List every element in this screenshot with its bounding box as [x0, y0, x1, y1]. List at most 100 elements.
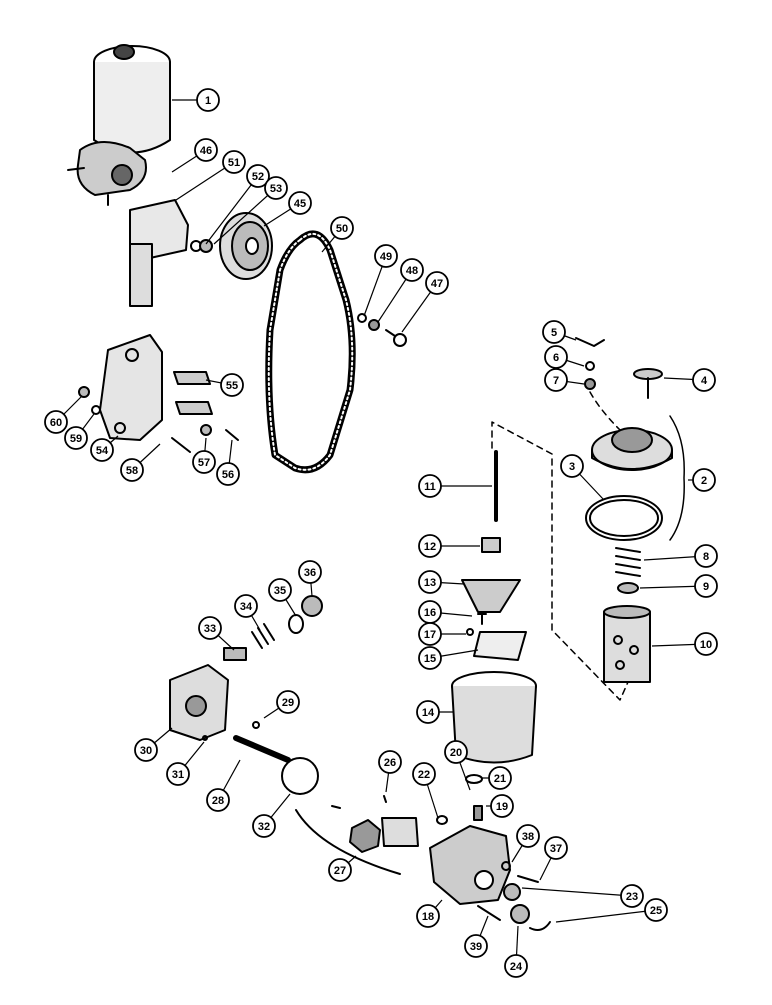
callout-30: 30 — [134, 738, 158, 762]
callout-circle — [418, 474, 442, 498]
callout-37: 37 — [544, 836, 568, 860]
callout-label: 54 — [96, 445, 109, 457]
callout-circle — [418, 570, 442, 594]
callout-12: 12 — [418, 534, 442, 558]
callout-label: 28 — [212, 795, 224, 807]
shaft-part — [202, 721, 291, 763]
callout-53: 53 — [264, 176, 288, 200]
callout-23: 23 — [620, 884, 644, 908]
relief-valve-part — [223, 595, 323, 661]
callout-circle — [542, 320, 566, 344]
callout-13: 13 — [418, 570, 442, 594]
callout-1: 1 — [196, 88, 220, 112]
callout-label: 58 — [126, 465, 138, 477]
callout-51: 51 — [222, 150, 246, 174]
callout-label: 32 — [258, 821, 270, 833]
callout-circle — [694, 574, 718, 598]
callout-circle — [560, 454, 584, 478]
filter-element-part — [603, 605, 651, 683]
baffle-part — [461, 579, 521, 613]
callout-circle — [222, 150, 246, 174]
callout-label: 21 — [494, 773, 506, 785]
callout-label: 48 — [406, 265, 418, 277]
callout-label: 2 — [701, 475, 707, 487]
callout-label: 3 — [569, 461, 575, 473]
callout-label: 57 — [198, 457, 210, 469]
callout-circle — [504, 954, 528, 978]
callout-circle — [425, 271, 449, 295]
nut-washer-part — [190, 239, 213, 253]
callout-circle — [330, 216, 354, 240]
callout-label: 34 — [240, 601, 253, 613]
callout-29: 29 — [276, 690, 300, 714]
callout-label: 37 — [550, 843, 562, 855]
callout-label: 45 — [294, 198, 306, 210]
callout-36: 36 — [298, 560, 322, 584]
callout-label: 5 — [551, 327, 557, 339]
callout-circle — [268, 578, 292, 602]
callout-55: 55 — [220, 373, 244, 397]
callout-8: 8 — [694, 544, 718, 568]
callout-circle — [416, 904, 440, 928]
callout-label: 46 — [200, 145, 212, 157]
callout-circle — [328, 858, 352, 882]
callout-circle — [288, 191, 312, 215]
gasket-part — [585, 495, 663, 541]
callout-52: 52 — [246, 164, 270, 188]
callout-label: 18 — [422, 911, 434, 923]
callout-33: 33 — [198, 616, 222, 640]
pulley-part — [219, 212, 273, 280]
callout-label: 9 — [703, 581, 709, 593]
callout-60: 60 — [44, 410, 68, 434]
callout-label: 50 — [336, 223, 348, 235]
callout-label: 25 — [650, 905, 662, 917]
callout-circle — [298, 560, 322, 584]
callout-20: 20 — [444, 740, 468, 764]
callout-circle — [216, 462, 240, 486]
callout-label: 16 — [424, 607, 436, 619]
callout-circle — [418, 534, 442, 558]
callout-circle — [220, 373, 244, 397]
callout-label: 20 — [450, 747, 462, 759]
callout-label: 10 — [700, 639, 712, 651]
callout-label: 27 — [334, 865, 346, 877]
callout-circle — [620, 884, 644, 908]
callout-circle — [192, 450, 216, 474]
callout-circle — [166, 762, 190, 786]
callout-26: 26 — [378, 750, 402, 774]
wingnut-washer-part — [575, 337, 663, 399]
callout-circle — [412, 762, 436, 786]
callout-25: 25 — [644, 898, 668, 922]
callout-circle — [252, 814, 276, 838]
drive-belt-part — [265, 230, 356, 474]
callout-circle — [374, 244, 398, 268]
callout-circle — [64, 426, 88, 450]
callout-34: 34 — [234, 594, 258, 618]
callout-label: 56 — [222, 469, 234, 481]
callout-46: 46 — [194, 138, 218, 162]
callout-6: 6 — [544, 345, 568, 369]
callout-circle — [644, 898, 668, 922]
callout-label: 8 — [703, 551, 709, 563]
callout-label: 13 — [424, 577, 436, 589]
callout-label: 23 — [626, 891, 638, 903]
callout-label: 35 — [274, 585, 286, 597]
callout-39: 39 — [464, 934, 488, 958]
callout-circle — [264, 176, 288, 200]
callout-2: 2 — [692, 468, 716, 492]
callout-15: 15 — [418, 646, 442, 670]
callout-label: 49 — [380, 251, 392, 263]
pump-body-part — [169, 664, 229, 741]
callout-47: 47 — [425, 271, 449, 295]
spring-part — [615, 547, 641, 594]
callout-label: 59 — [70, 433, 82, 445]
bracket-part — [129, 199, 189, 307]
callout-circle — [418, 646, 442, 670]
callout-circle — [418, 622, 442, 646]
callout-label: 12 — [424, 541, 436, 553]
callout-58: 58 — [120, 458, 144, 482]
callout-32: 32 — [252, 814, 276, 838]
callout-label: 26 — [384, 757, 396, 769]
